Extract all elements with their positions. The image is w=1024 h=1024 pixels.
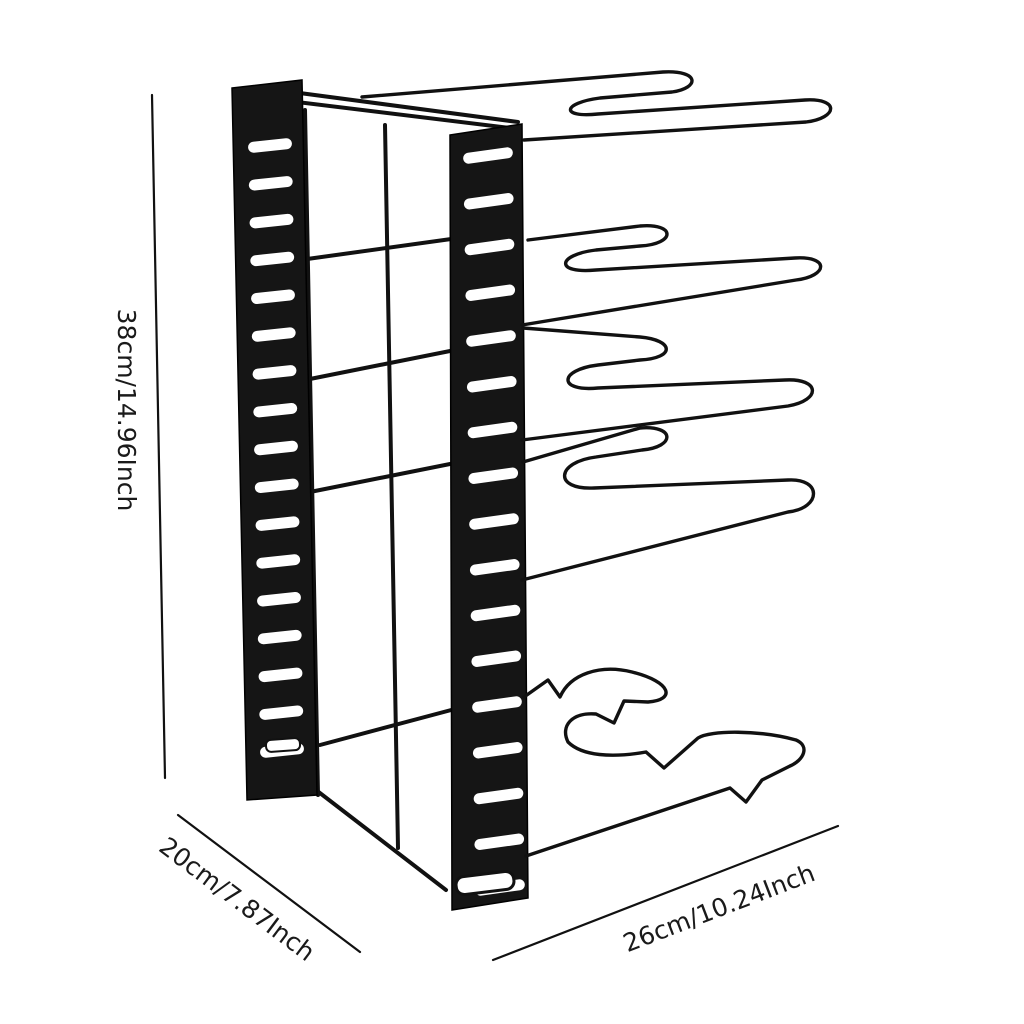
panel-slot	[253, 402, 298, 418]
panel-slot	[256, 554, 301, 569]
right-side-panel	[449, 123, 529, 911]
shelf-wire-5	[522, 667, 806, 858]
panel-slot	[258, 667, 303, 683]
shelf-wire-4	[520, 426, 816, 582]
panel-slot	[465, 284, 516, 301]
shelf-wire-2	[520, 224, 823, 327]
panel-slot	[251, 289, 295, 304]
panel-slot	[249, 213, 294, 229]
panel-slot	[259, 705, 304, 720]
height-dimension-label: 38cm/14.96Inch	[112, 309, 141, 512]
depth-dimension-label: 20cm/7.87Inch	[154, 831, 321, 967]
panel-slot	[257, 592, 301, 607]
panel-slot	[257, 629, 302, 645]
panel-slot	[467, 421, 518, 439]
width-dimension-line	[491, 824, 840, 962]
panel-slot	[254, 440, 298, 456]
panel-slot	[474, 833, 525, 850]
left-side-panel	[231, 79, 318, 801]
height-dimension-line	[150, 93, 167, 780]
panel-slot	[469, 559, 520, 576]
panel-slot	[463, 193, 514, 210]
bottom-latches	[264, 737, 516, 897]
panel-slot	[470, 604, 521, 622]
depth-dimension-line	[176, 813, 362, 954]
panel-slot	[473, 787, 524, 805]
panel-slot	[254, 478, 299, 494]
panel-slot	[250, 251, 295, 267]
panel-slot	[255, 516, 300, 531]
panel-slot	[472, 696, 522, 713]
panel-slot	[248, 138, 292, 153]
panel-slot	[463, 147, 513, 164]
panel-slot	[252, 365, 297, 380]
panel-slot	[471, 650, 522, 667]
panel-slot	[468, 467, 519, 484]
panel-slot	[464, 238, 515, 256]
panel-slot	[466, 330, 516, 347]
panel-slot	[251, 327, 296, 342]
panel-slot	[472, 742, 523, 759]
panel-slot	[248, 176, 293, 191]
shelf-wire-1	[360, 70, 833, 142]
shelf-wire-3	[520, 326, 815, 442]
panel-slot	[469, 513, 519, 530]
panel-slot	[466, 376, 517, 393]
